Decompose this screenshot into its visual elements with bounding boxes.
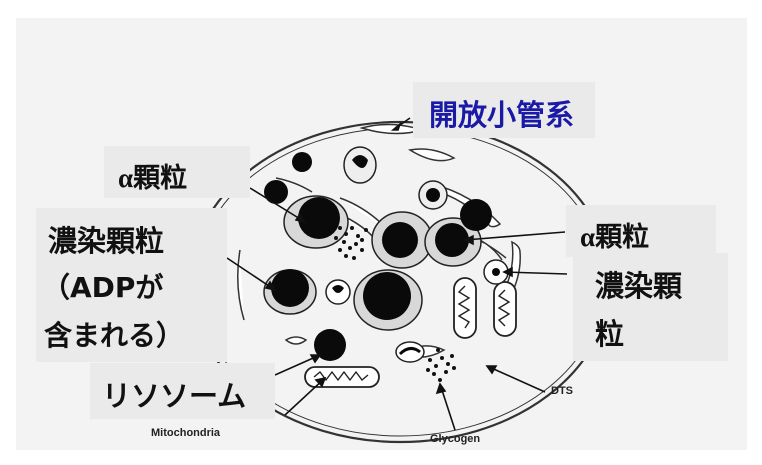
dense-granule-structures: [325, 259, 509, 363]
label-alpha-granule-right: α顆粒: [566, 205, 716, 257]
alpha-symbol-left: α: [118, 163, 134, 193]
granule-kanji-right: 顆粒: [595, 222, 650, 253]
glycogen-particles: [334, 226, 456, 382]
label-alpha-granule-left: α顆粒: [104, 146, 250, 198]
dense-granule-right-line2: 粒: [595, 317, 625, 351]
alpha-granule-left-text: α顆粒: [118, 156, 187, 195]
alpha-granules: [263, 146, 492, 331]
open-canalicular-system-text: 開放小管系: [429, 98, 575, 132]
label-open-canalicular-system: 開放小管系: [413, 82, 595, 138]
dense-granule-left-line3: 含まれる）: [44, 319, 185, 352]
dense-granule-left-line2: （ADPが: [42, 271, 164, 304]
granule-kanji-left: 顆粒: [133, 163, 188, 194]
alpha-symbol-right: α: [580, 222, 596, 252]
label-lysosome: リソソーム: [90, 363, 275, 419]
glycogen-label: Glycogen: [430, 433, 481, 445]
label-dense-granule-left: 濃染顆粒 （ADPが 含まれる）: [36, 208, 227, 362]
dts-label: DTS: [551, 385, 573, 397]
dense-granule-right-line1: 濃染顆: [595, 269, 683, 303]
mitochondria-label: Mitochondria: [151, 427, 221, 439]
label-dense-granule-right: 濃染顆 粒: [573, 253, 728, 361]
mitochondria-structures: [304, 277, 517, 388]
lysosome-structure: [314, 329, 346, 361]
dense-granule-left-line1: 濃染顆粒: [48, 224, 165, 258]
callout-lines: [226, 117, 568, 431]
alpha-granule-right-text: α顆粒: [580, 215, 649, 254]
lysosome-text: リソソーム: [102, 379, 247, 413]
